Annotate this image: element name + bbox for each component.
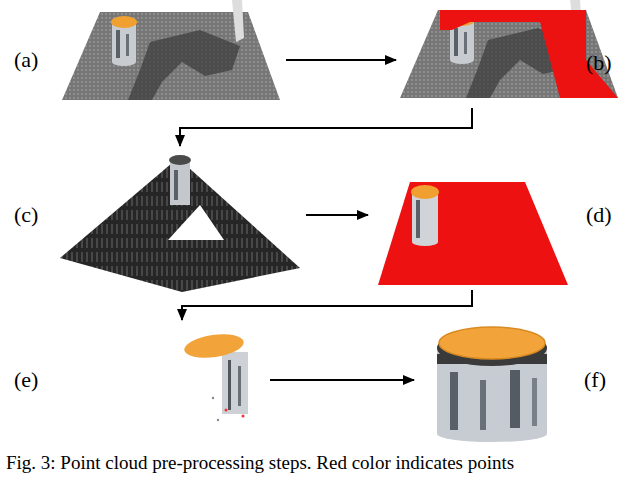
panel: (f) [418,312,632,446]
normals-cloud [60,158,300,292]
process-arrow [180,108,472,146]
panel-label: (c) [14,202,38,228]
process-arrow [306,214,368,216]
panel: (b) [400,0,632,106]
panel-label: (e) [14,367,38,393]
process-arrow [182,290,472,320]
removed-points [440,10,618,98]
panel-label: (d) [586,202,612,228]
panel: (d) [372,170,632,288]
segmented-can [183,331,248,421]
occlusion-hole [168,205,224,240]
panel-label: (f) [584,367,606,393]
final-can [437,327,547,442]
figure-caption: Fig. 3: Point cloud pre-processing steps… [6,452,514,475]
raw-scene [62,0,280,100]
panel-label: (a) [14,47,38,73]
process-arrow [286,59,396,61]
panel: (e) [10,322,266,426]
panel-label: (b) [586,50,612,76]
raw-scene [400,0,618,98]
panel: (a) [10,5,282,105]
process-arrow [270,379,414,381]
plane-points [378,182,568,285]
panel: (c) [10,148,302,294]
can [412,192,438,242]
can [170,160,190,205]
